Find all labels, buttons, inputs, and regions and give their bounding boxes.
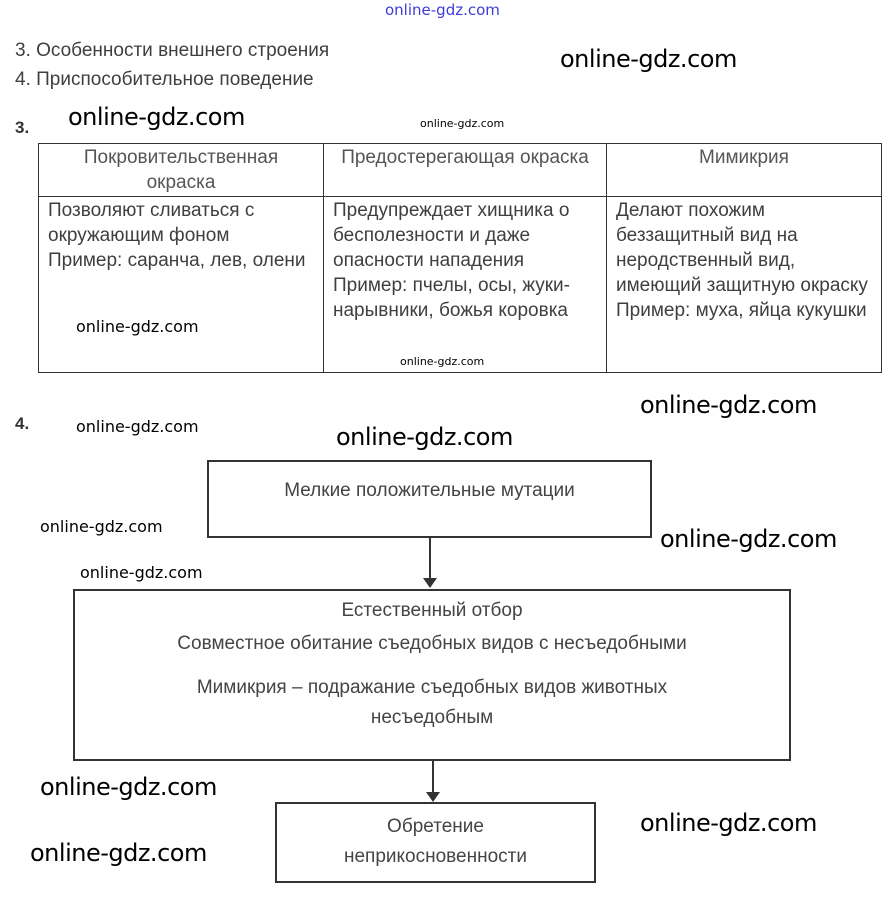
watermark: online-gdz.com [76,317,199,336]
watermark: online-gdz.com [640,391,817,419]
coloration-table: Покровительственная окраска Предостерега… [38,143,882,373]
box-label: Обретение неприкосновенности [344,816,527,867]
watermark: online-gdz.com [76,417,199,436]
box-title: Естественный отбор [341,600,523,621]
watermark: online-gdz.com [30,839,207,867]
box-label: Мелкие положительные мутации [284,480,575,501]
task-number: 3. [15,118,30,137]
cell-description: Делают похожим беззащитный вид на неродс… [616,200,868,296]
watermark: online-gdz.com [40,773,217,801]
table-header: Предостерегающая окраска [323,143,607,197]
arrow-down-icon [423,578,437,588]
watermark: online-gdz.com [336,423,513,451]
box-line: Мимикрия – подражание съедобных видов жи… [196,677,668,728]
box-line: Совместное обитание съедобных видов с не… [177,633,687,654]
table-header: Покровительственная окраска [38,143,324,197]
watermark: online-gdz.com [80,563,203,582]
task-number: 4. [15,414,30,433]
cell-description: Позволяют сливаться с окружающим фоном [48,200,255,246]
diagram-box-mutations: Мелкие положительные мутации [207,460,652,538]
diagram-box-selection: Естественный отбор Совместное обитание с… [73,589,791,761]
table-cell: Делают похожим беззащитный вид на неродс… [606,196,882,373]
watermark: online-gdz.com [40,517,163,536]
cell-description: Предупреждает хищника о бесполезности и … [333,200,570,271]
arrow-line [432,761,434,799]
list-item: 4. Приспособительное поведение [15,69,314,90]
arrow-line [429,538,431,586]
watermark: online-gdz.com [560,45,737,73]
watermark: online-gdz.com [640,809,817,837]
watermark: online-gdz.com [660,525,837,553]
table-header: Мимикрия [606,143,882,197]
table-cell: Предупреждает хищника о бесполезности и … [323,196,607,373]
watermark: online-gdz.com [420,117,505,130]
cell-example: Пример: пчелы, осы, жуки-нарывники, божь… [333,275,570,321]
watermark: online-gdz.com [385,1,500,19]
watermark: online-gdz.com [400,355,485,368]
cell-example: Пример: саранча, лев, олени [48,250,306,271]
diagram-box-immunity: Обретение неприкосновенности [275,802,596,883]
arrow-down-icon [426,792,440,802]
list-item: 3. Особенности внешнего строения [15,40,330,61]
cell-example: Пример: муха, яйца кукушки [616,300,867,321]
watermark: online-gdz.com [68,103,245,131]
